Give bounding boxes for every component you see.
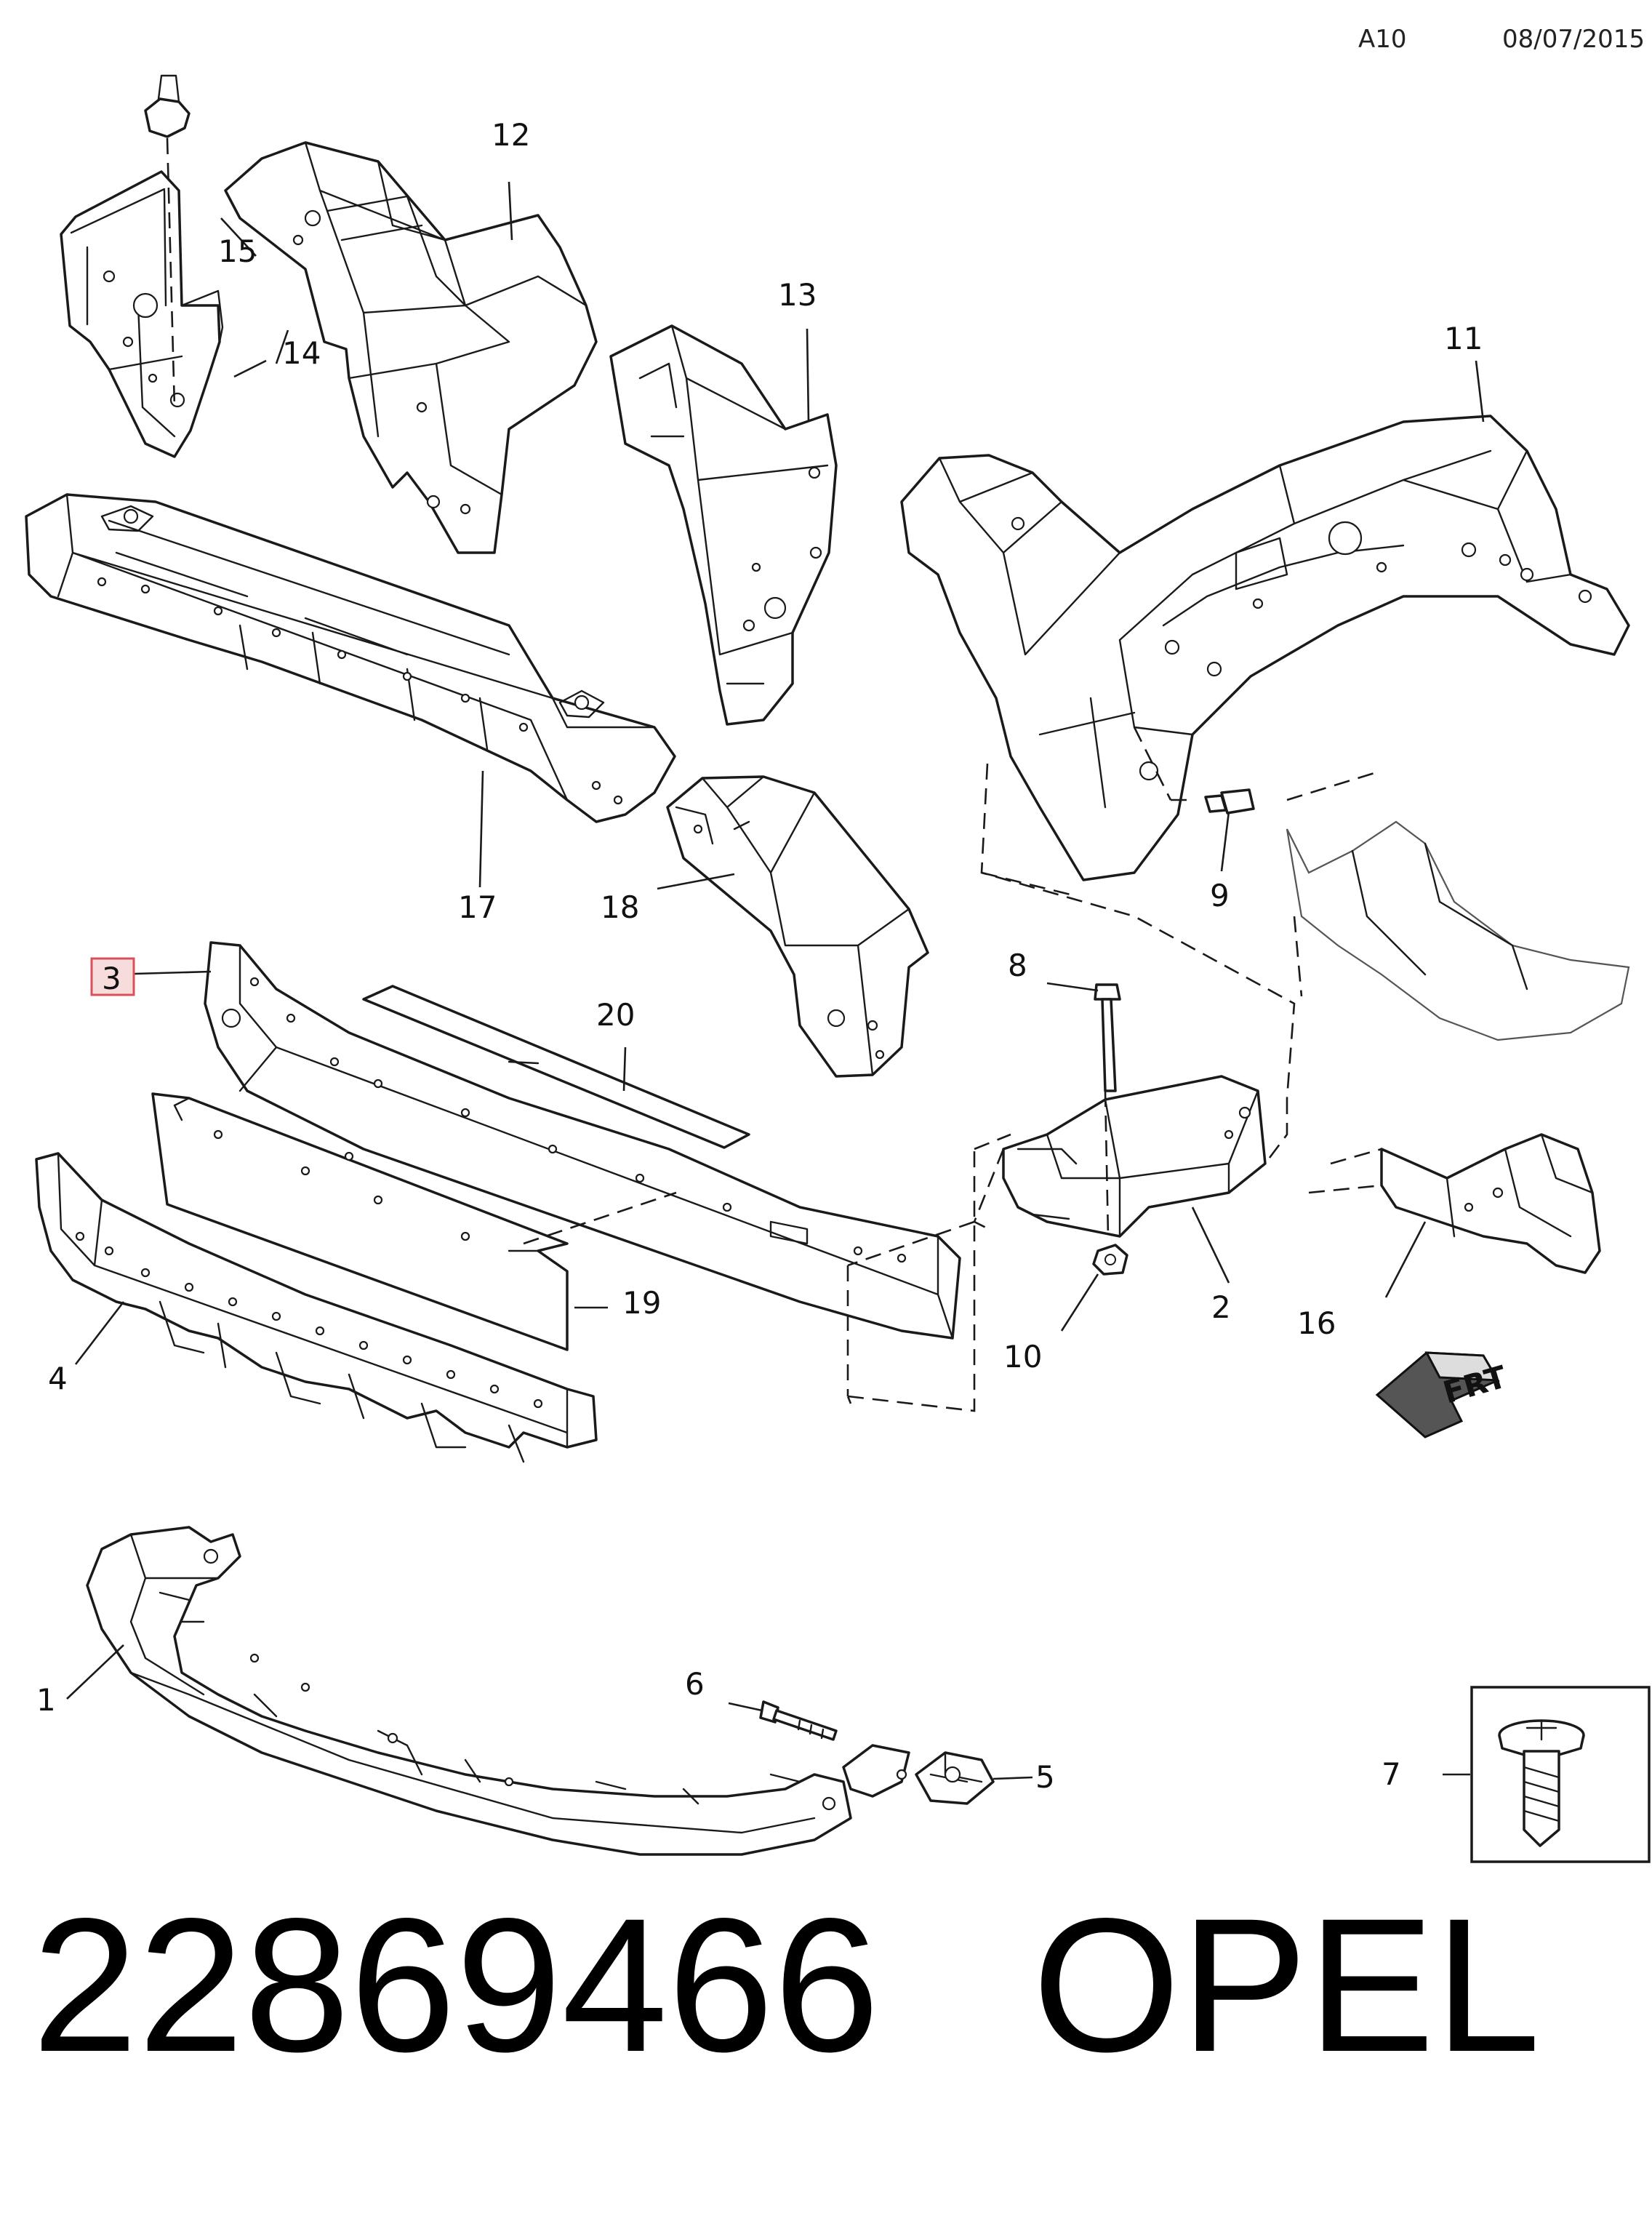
part-14-bracket[interactable]: [60, 170, 224, 458]
callout-9[interactable]: 9: [1210, 878, 1230, 913]
part-13-bracket[interactable]: [609, 324, 838, 726]
part-1-lower-support[interactable]: [86, 1526, 852, 1856]
assembly-guides: [523, 727, 1382, 1412]
callout-20[interactable]: 20: [596, 997, 635, 1033]
diagram-date: 08/07/2015: [1502, 25, 1645, 54]
callout-18[interactable]: 18: [601, 889, 639, 925]
callout-6[interactable]: 6: [685, 1666, 705, 1702]
callout-16[interactable]: 16: [1297, 1305, 1336, 1341]
part-16-bracket[interactable]: [1380, 1133, 1601, 1274]
part-17-cross-member[interactable]: [25, 493, 676, 823]
callout-numbers: 1 2 3 4 5 6 7 8 9 10 11 12 13 14 15 16 1…: [36, 117, 1483, 1795]
callout-8[interactable]: 8: [1008, 948, 1027, 983]
part-number: 22869466: [32, 1878, 880, 2092]
part-15-stud-nut[interactable]: [144, 74, 191, 408]
callout-7[interactable]: 7: [1382, 1756, 1401, 1792]
part-18-bracket[interactable]: [666, 775, 929, 1078]
diagram-code: A10: [1358, 25, 1407, 54]
part-7-screw-box[interactable]: [1443, 1686, 1651, 1863]
part-20-strip[interactable]: [362, 985, 750, 1149]
part-6-bolt[interactable]: [759, 1700, 838, 1741]
callout-10[interactable]: 10: [1003, 1339, 1042, 1374]
callout-13[interactable]: 13: [778, 277, 817, 313]
part-8-bolt[interactable]: [1094, 983, 1121, 1092]
callout-4[interactable]: 4: [48, 1361, 68, 1396]
part-3-bumper-beam[interactable]: [204, 941, 961, 1340]
part-11-side-rail[interactable]: [900, 415, 1630, 881]
callout-17[interactable]: 17: [458, 889, 497, 925]
callout-2[interactable]: 2: [1211, 1289, 1231, 1325]
callout-11[interactable]: 11: [1444, 321, 1483, 356]
highlight-box-3: [90, 957, 135, 996]
callout-5[interactable]: 5: [1035, 1759, 1055, 1795]
part-10-nut[interactable]: [1092, 1244, 1128, 1276]
callout-1[interactable]: 1: [36, 1682, 56, 1718]
part-5-bracket-clip[interactable]: [842, 1744, 995, 1805]
callout-3[interactable]: 3: [102, 961, 121, 996]
footer-part-info: 22869466 OPEL: [32, 1876, 1541, 2094]
part-9-bolt[interactable]: [1204, 788, 1255, 815]
part-12-upper-bracket[interactable]: [224, 141, 598, 554]
front-direction-arrow: FRT: [1375, 1351, 1510, 1438]
leader-lines: [66, 181, 1485, 1780]
brand-name: OPEL: [1032, 1878, 1541, 2092]
callout-19[interactable]: 19: [622, 1285, 661, 1321]
part-19-absorber-panel[interactable]: [151, 1092, 569, 1351]
phantom-rail-section: [1286, 820, 1630, 1041]
part-2-crash-box[interactable]: [1002, 1075, 1267, 1238]
part-4-absorber[interactable]: [35, 1152, 598, 1463]
callout-14[interactable]: 14: [282, 335, 321, 371]
callout-15[interactable]: 15: [218, 233, 257, 269]
callout-12[interactable]: 12: [492, 117, 530, 153]
